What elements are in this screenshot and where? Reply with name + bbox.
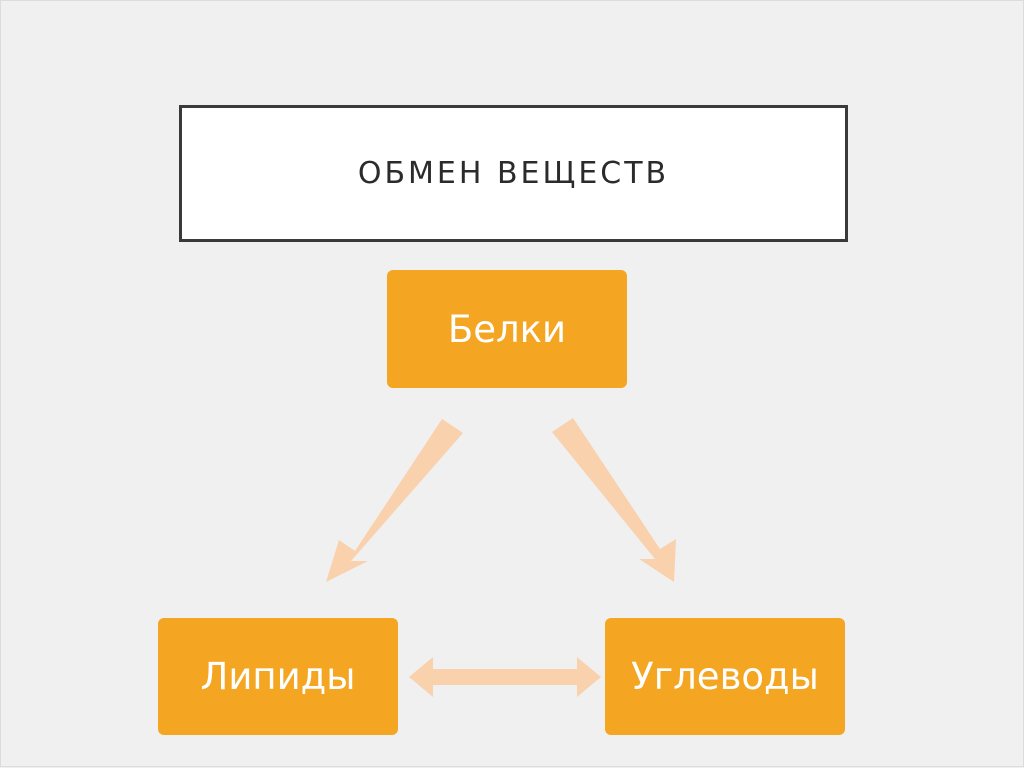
node-lipids: Липиды <box>158 618 398 735</box>
node-proteins: Белки <box>387 270 627 388</box>
arrow-proteins-to-lipids <box>326 419 463 582</box>
node-lipids-label: Липиды <box>200 655 356 698</box>
title-box: ОБМЕН ВЕЩЕСТВ <box>179 105 848 242</box>
node-carbohydrates: Углеводы <box>605 618 845 735</box>
arrow-proteins-to-carbs <box>552 418 676 582</box>
node-carbohydrates-label: Углеводы <box>631 655 819 698</box>
arrow-lipids-carbs <box>409 657 601 697</box>
node-proteins-label: Белки <box>447 307 567 351</box>
diagram-title: ОБМЕН ВЕЩЕСТВ <box>357 156 670 191</box>
